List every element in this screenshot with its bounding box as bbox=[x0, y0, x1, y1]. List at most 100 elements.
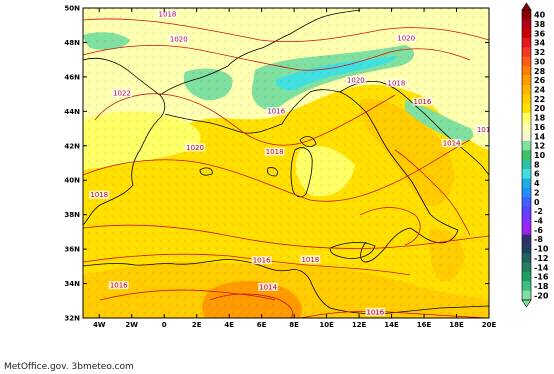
colorbar-label: 4 bbox=[534, 179, 540, 188]
colorbar-bottom-arrow bbox=[521, 299, 532, 308]
isobar-label: 1016 bbox=[414, 98, 432, 106]
isobar-label: 1018 bbox=[159, 10, 177, 18]
temperature-colorbar: 4038363432302826242220181614121086420-2-… bbox=[521, 2, 549, 308]
colorbar-segment bbox=[522, 243, 531, 254]
colorbar-segment bbox=[522, 94, 531, 104]
lon-label: 16E bbox=[417, 321, 432, 329]
isobar-label-bg bbox=[157, 9, 178, 18]
colorbar-segment bbox=[522, 253, 531, 263]
colorbar-segment bbox=[522, 75, 531, 86]
lon-label: 18E bbox=[449, 321, 464, 329]
colorbar-label: 36 bbox=[534, 29, 546, 38]
isobar-label: 1018 bbox=[266, 148, 284, 156]
colorbar-segment bbox=[522, 28, 531, 39]
isobar-label: 1016 bbox=[253, 257, 271, 265]
lon-label: 2E bbox=[192, 321, 202, 329]
colorbar-segment bbox=[522, 262, 531, 273]
colorbar-segment bbox=[522, 234, 531, 245]
colorbar-label: 32 bbox=[534, 48, 545, 57]
isobar-label: 1020 bbox=[347, 77, 365, 85]
isobar-label-bg bbox=[365, 307, 386, 316]
isobar-label-bg bbox=[185, 143, 206, 152]
colorbar-label: -18 bbox=[534, 282, 549, 291]
isobar-label-bg bbox=[111, 89, 132, 98]
lon-label: 10E bbox=[319, 321, 334, 329]
lon-label: 20E bbox=[482, 321, 497, 329]
colorbar-top-arrow bbox=[521, 2, 532, 11]
colorbar-segment bbox=[522, 281, 531, 291]
lon-label: 0 bbox=[162, 321, 167, 329]
colorbar-segment bbox=[522, 225, 531, 235]
isobar-label: 1020 bbox=[397, 35, 415, 43]
colorbar-segment bbox=[522, 122, 531, 132]
colorbar-label: 12 bbox=[534, 142, 545, 151]
isobar-labels: 1018 1020 1020 1020 1018 1022 1016 1016 1016 1014… bbox=[89, 9, 495, 316]
colorbar-label: -6 bbox=[534, 226, 543, 235]
colorbar-label: 34 bbox=[534, 39, 546, 48]
colorbar-segment bbox=[522, 159, 531, 170]
isobar-label: 1016 bbox=[366, 308, 384, 316]
colorbar-label: 30 bbox=[534, 57, 546, 66]
colorbar-label: 18 bbox=[534, 114, 546, 123]
isobar-label: 1020 bbox=[170, 35, 188, 43]
isobar-label-bg bbox=[396, 34, 417, 42]
colorbar-segment bbox=[522, 103, 531, 114]
colorbar-label: 24 bbox=[534, 86, 546, 95]
isobar-label-bg bbox=[89, 190, 110, 199]
colorbar-segment bbox=[522, 19, 531, 30]
lat-label: 38N bbox=[64, 211, 80, 219]
isobar-label-bg bbox=[258, 282, 279, 291]
lat-label: 50N bbox=[64, 5, 80, 13]
colorbar-label: 2 bbox=[534, 188, 540, 197]
isobar-label: 1022 bbox=[113, 90, 131, 98]
isobar-label-bg bbox=[475, 125, 489, 134]
isobar-label-bg bbox=[412, 97, 433, 106]
colorbar-label: -10 bbox=[534, 245, 549, 254]
isobar-label: 1020 bbox=[186, 144, 204, 152]
colorbar-label: 6 bbox=[534, 170, 540, 179]
lon-label: 4E bbox=[224, 321, 234, 329]
axis-ticks bbox=[83, 7, 490, 319]
colorbar-label: 8 bbox=[534, 160, 540, 169]
isobar-label: 1014 bbox=[443, 140, 461, 148]
isobar-label-bg bbox=[386, 78, 407, 87]
colorbar-label: -8 bbox=[534, 235, 543, 244]
colorbar-label: -14 bbox=[534, 263, 549, 272]
isobar-label-bg bbox=[264, 147, 285, 156]
isobar-label-bg bbox=[300, 255, 321, 264]
lon-label: 6E bbox=[257, 321, 267, 329]
colorbar-label: -16 bbox=[534, 273, 549, 282]
colorbar-segment bbox=[522, 47, 531, 58]
lat-label: 40N bbox=[64, 177, 80, 185]
isobar-label-bg bbox=[251, 256, 272, 265]
lon-label: 8E bbox=[289, 321, 299, 329]
lat-label: 46N bbox=[64, 73, 80, 81]
colorbar-segment bbox=[522, 290, 531, 301]
grid-dots bbox=[83, 8, 489, 318]
colorbar-segment bbox=[522, 169, 531, 179]
colorbar-segment bbox=[522, 206, 531, 217]
colorbar-segment bbox=[522, 38, 531, 48]
colorbar-segment bbox=[522, 66, 531, 76]
lat-label: 44N bbox=[64, 108, 80, 116]
lat-label: 34N bbox=[64, 280, 80, 288]
colorbar-segment bbox=[522, 271, 531, 282]
colorbar-label: 0 bbox=[534, 198, 540, 207]
isobar-label-bg bbox=[108, 281, 129, 290]
isobar-label-bg bbox=[345, 76, 366, 85]
isobar-label: 1016 bbox=[477, 126, 495, 134]
isobar-label-bg bbox=[266, 107, 287, 116]
colorbar-frame bbox=[521, 9, 532, 301]
isobar-label: 1016 bbox=[267, 108, 285, 116]
colorbar-label: -20 bbox=[534, 291, 549, 300]
colorbar-segment bbox=[522, 197, 531, 207]
isobar-label-bg bbox=[441, 139, 462, 148]
lat-label: 42N bbox=[64, 142, 80, 150]
isobar-label: 1018 bbox=[301, 256, 319, 264]
lat-label: 36N bbox=[64, 246, 80, 254]
colorbar-label: 40 bbox=[534, 11, 546, 20]
colorbar-segment bbox=[522, 56, 531, 67]
